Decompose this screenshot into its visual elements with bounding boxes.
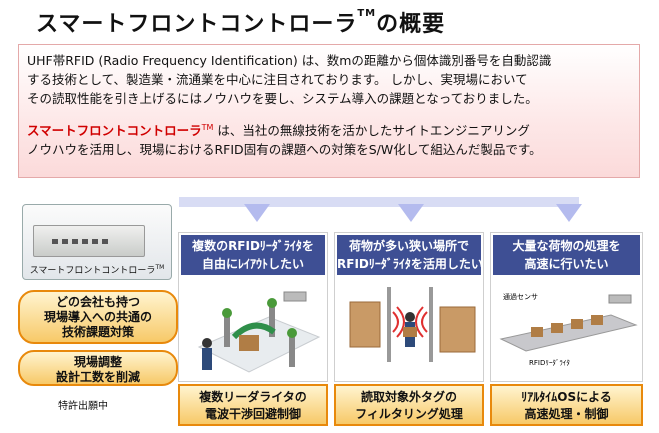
flow-connector (179, 197, 579, 207)
intro-line-4-rest: は、当社の無線技術を活かしたサイトエンジニアリング (213, 123, 530, 139)
controller-unit-icon (33, 225, 145, 257)
intro-line-4: スマートフロントコントローラTM は、当社の無線技術を活かしたサイトエンジニアリ… (27, 118, 631, 140)
intro-line-3: その読取性能を引き上げるにはノウハウを要し、システム導入の課題となっておりました… (27, 91, 538, 106)
sensor-label: 通過センサ (503, 292, 538, 301)
page-title: スマートフロントコントローラTMの概要 (36, 6, 445, 38)
intro-line-2: する技術として、製造業・流通業を中心に注目されております。 しかし、実現場におい… (27, 72, 528, 87)
warehouse-illustration-icon (197, 291, 321, 373)
product-tm: TM (201, 123, 214, 132)
panel-footer-filtering: 読取対象外タグのフィルタリング処理 (334, 384, 484, 426)
panel-multiple-readers: 複数のRFIDﾘｰﾀﾞﾗｲﾀを自由にﾚｲｱｳﾄしたい (178, 232, 328, 382)
panel-high-volume: 大量な荷物の処理を高速に行いたい 通過センサ RFIDﾘｰﾀﾞﾗｲﾀ (490, 232, 643, 382)
device-label: スマートフロントコントローラTM (29, 264, 165, 276)
intro-line-1: UHF帯RFID (Radio Frequency Identification… (27, 53, 552, 68)
title-suffix: の概要 (376, 12, 446, 37)
panel-header: 大量な荷物の処理を高速に行いたい (493, 235, 640, 275)
title-tm: TM (357, 8, 377, 19)
panel-header: 複数のRFIDﾘｰﾀﾞﾗｲﾀを自由にﾚｲｱｳﾄしたい (181, 235, 325, 275)
conveyor-illustration-icon: 通過センサ RFIDﾘｰﾀﾞﾗｲﾀ (499, 292, 638, 367)
down-arrow-icon (398, 204, 424, 222)
product-name: スマートフロントコントローラ (27, 123, 202, 139)
intro-box: UHF帯RFID (Radio Frequency Identification… (18, 44, 640, 178)
intro-line-5: ノウハウを活用し、現場におけるRFID固有の課題への対策をS/W化して組込んだ製… (27, 142, 542, 158)
benefit-common-issues: どの会社も持つ 現場導入への共通の 技術課題対策 (18, 290, 178, 344)
benefit-reduce-effort: 現場調整 設計工数を削減 (18, 350, 178, 386)
panel-footer-realtime: ﾘｱﾙﾀｲﾑOSによる高速処理・制御 (490, 384, 643, 426)
reader-label: RFIDﾘｰﾀﾞﾗｲﾀ (529, 359, 570, 367)
device-photo: スマートフロントコントローラTM (22, 204, 172, 280)
down-arrow-icon (556, 204, 582, 222)
patent-pending: 特許出願中 (58, 401, 108, 412)
panel-footer-interference: 複数リーダライタの電波干渉回避制御 (178, 384, 328, 426)
gate-illustration-icon (349, 287, 476, 362)
down-arrow-icon (244, 204, 270, 222)
title-text: スマートフロントコントローラ (36, 12, 358, 37)
